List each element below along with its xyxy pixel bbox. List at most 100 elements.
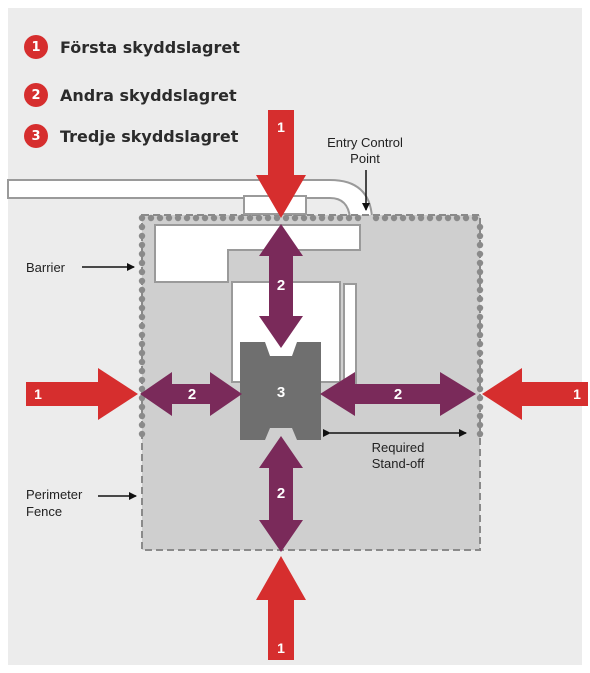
- barrier-dot: [372, 214, 380, 222]
- barrier-dot: [476, 295, 484, 303]
- barrier-dot: [408, 214, 416, 222]
- legend-badge-2: 2: [24, 83, 48, 107]
- legend-item-first-layer: 1 Första skyddslagret: [24, 35, 240, 59]
- barrier-dot: [264, 214, 272, 222]
- barrier-dot: [476, 421, 484, 429]
- barrier-dot: [138, 313, 146, 321]
- barrier-dot: [201, 214, 209, 222]
- threat-label-left: 1: [34, 386, 42, 402]
- barrier-dot: [435, 214, 443, 222]
- barrier-dot: [476, 412, 484, 420]
- barrier-dot: [138, 250, 146, 258]
- barrier-dot: [476, 430, 484, 438]
- barrier-dots: [138, 214, 484, 438]
- legend-badge-1: 1: [24, 35, 48, 59]
- barrier-dot: [138, 322, 146, 330]
- barrier-dot: [138, 367, 146, 375]
- first-layer-arrows: [26, 110, 588, 660]
- barrier-dot: [476, 277, 484, 285]
- barrier-dot: [174, 214, 182, 222]
- perimeter-fence-label-line2: Fence: [26, 504, 62, 519]
- barrier-dot: [476, 232, 484, 240]
- threat-label-right: 1: [573, 386, 581, 402]
- barrier-dot: [345, 214, 353, 222]
- barrier-dot: [354, 214, 362, 222]
- threat-arrow-top: [256, 110, 306, 218]
- barrier-dot: [138, 430, 146, 438]
- standoff-arrow-top: [259, 224, 303, 348]
- barrier-dot: [476, 385, 484, 393]
- standoff-label-right: 2: [394, 386, 402, 403]
- barrier-dot: [476, 241, 484, 249]
- core-label: 3: [277, 384, 285, 401]
- barrier-dot: [138, 214, 146, 222]
- barrier-dot: [476, 250, 484, 258]
- barrier-dot: [138, 295, 146, 303]
- barrier-dot: [183, 214, 191, 222]
- barrier-dot: [426, 214, 434, 222]
- threat-label-bottom: 1: [277, 640, 285, 656]
- barrier-dot: [471, 214, 479, 222]
- barrier-dot: [476, 268, 484, 276]
- barrier-dot: [476, 349, 484, 357]
- threat-label-top: 1: [277, 119, 285, 135]
- barrier-dot: [282, 214, 290, 222]
- legend-item-second-layer: 2 Andra skyddslagret: [24, 83, 237, 107]
- barrier-dot: [138, 277, 146, 285]
- barrier-dot: [246, 214, 254, 222]
- standoff-arrows: [140, 224, 476, 552]
- barrier-dot: [138, 331, 146, 339]
- barrier-dot: [138, 304, 146, 312]
- threat-arrow-right: [482, 368, 588, 420]
- barrier-dot: [273, 214, 281, 222]
- barrier-dot: [453, 214, 461, 222]
- barrier-dot: [138, 286, 146, 294]
- barrier-dot: [138, 223, 146, 231]
- barrier-dot: [476, 286, 484, 294]
- barrier-dot: [476, 304, 484, 312]
- barrier-dot: [165, 214, 173, 222]
- standoff-label-bottom: 2: [277, 485, 285, 502]
- standoff-arrow-right: [320, 372, 476, 416]
- legend-label-2: Andra skyddslagret: [60, 85, 237, 105]
- barrier-dot: [138, 340, 146, 348]
- barrier-dot: [138, 412, 146, 420]
- barrier-dot: [138, 385, 146, 393]
- barrier-dot: [336, 214, 344, 222]
- barrier-dot: [476, 367, 484, 375]
- barrier-dot: [476, 358, 484, 366]
- barrier-dot: [476, 259, 484, 267]
- barrier-dot: [417, 214, 425, 222]
- required-standoff-label-line2: Stand-off: [372, 456, 425, 471]
- barrier-dot: [318, 214, 326, 222]
- barrier-dot: [476, 223, 484, 231]
- barrier-dot: [237, 214, 245, 222]
- required-standoff-label-line1: Required: [372, 440, 425, 455]
- barrier-dot: [381, 214, 389, 222]
- barrier-dot: [210, 214, 218, 222]
- barrier-dot: [476, 394, 484, 402]
- barrier-dot: [228, 214, 236, 222]
- barrier-dot: [476, 322, 484, 330]
- perimeter-fence-label-line1: Perimeter: [26, 487, 83, 502]
- standoff-arrow-bottom: [259, 436, 303, 552]
- barrier-dot: [192, 214, 200, 222]
- barrier-dot: [476, 376, 484, 384]
- protected-core-building: [240, 342, 321, 440]
- standoff-label-top: 2: [277, 277, 285, 294]
- barrier-dot: [476, 340, 484, 348]
- legend-label-3: Tredje skyddslagret: [60, 126, 239, 146]
- internal-road: [154, 224, 361, 283]
- barrier-dot: [138, 259, 146, 267]
- barrier-dot: [255, 214, 263, 222]
- barrier-dot: [476, 403, 484, 411]
- barrier-dot: [147, 214, 155, 222]
- standoff-label-left: 2: [188, 386, 196, 403]
- barrier-dot: [462, 214, 470, 222]
- entry-control-point-label-line2: Point: [350, 151, 380, 166]
- entry-control-point-label-line1: Entry Control: [327, 135, 403, 150]
- standoff-arrow-left: [140, 372, 242, 416]
- barrier-dot: [300, 214, 308, 222]
